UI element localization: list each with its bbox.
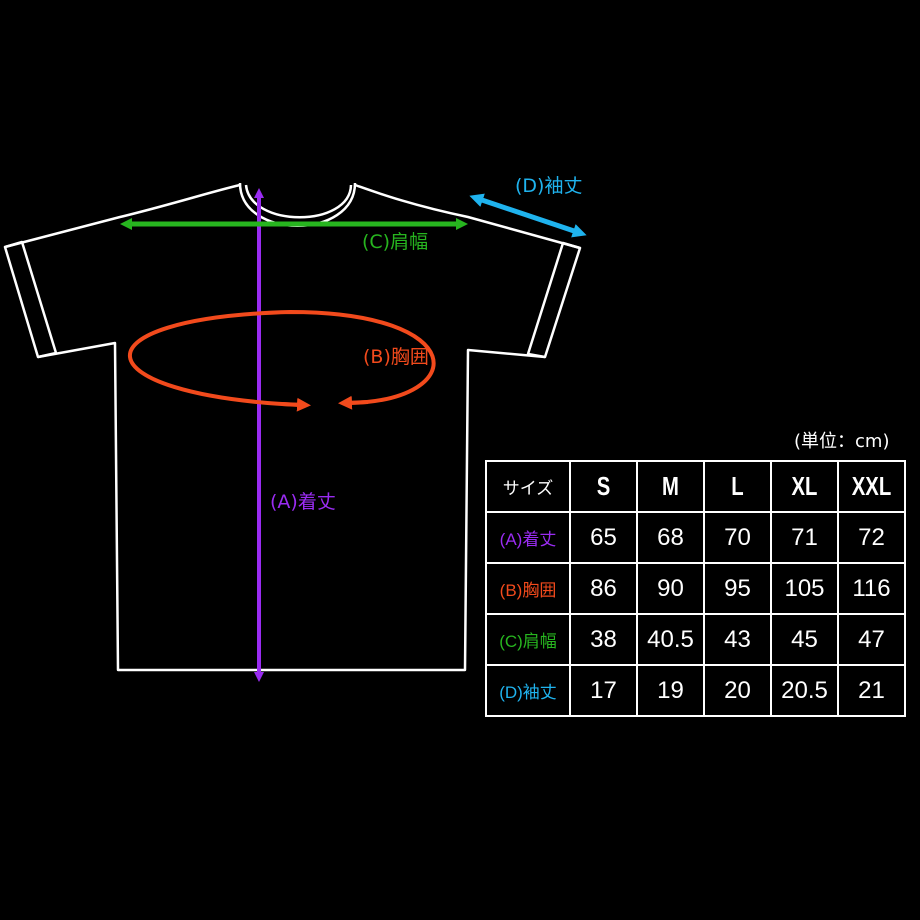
table-cell: 65 — [569, 511, 638, 564]
table-cell: 86 — [569, 562, 638, 615]
table-cell: 70 — [703, 511, 772, 564]
table-row: (C)肩幅 38 40.5 43 45 47 — [485, 613, 906, 666]
shoulder-label: (C)肩幅 — [362, 231, 429, 253]
unit-label: (単位：cm) — [794, 431, 890, 452]
row-label: (C)肩幅 — [485, 613, 571, 666]
table-cell: 40.5 — [636, 613, 705, 666]
table-cell: 21 — [837, 664, 906, 717]
table-cell: 17 — [569, 664, 638, 717]
table-corner-label: サイズ — [485, 460, 571, 513]
table-cell: 72 — [837, 511, 906, 564]
row-label: (D)袖丈 — [485, 664, 571, 717]
chest-label: (B)胸囲 — [363, 346, 429, 368]
chest-arrow-left — [281, 397, 311, 412]
table-cell: 45 — [770, 613, 839, 666]
table-row: (A)着丈 65 68 70 71 72 — [485, 511, 906, 564]
row-label: (A)着丈 — [485, 511, 571, 564]
table-cell: 116 — [837, 562, 906, 615]
sleeve-label: (D)袖丈 — [515, 175, 583, 197]
table-row: (D)袖丈 17 19 20 20.5 21 — [485, 664, 906, 717]
left-sleeve-cuff — [4, 240, 58, 359]
size-header: S — [576, 460, 631, 513]
size-header: XL — [777, 460, 832, 513]
size-header: M — [643, 460, 698, 513]
table-header-row: サイズ S M L XL XXL — [485, 460, 905, 513]
chest-loop — [127, 309, 436, 407]
row-label: (B)胸囲 — [485, 562, 571, 615]
chest-arrow-right — [338, 395, 369, 410]
table-cell: 47 — [837, 613, 906, 666]
table-cell: 90 — [636, 562, 705, 615]
table-cell: 95 — [703, 562, 772, 615]
right-sleeve-cuff — [526, 241, 581, 359]
collar-inner — [244, 184, 353, 219]
table-row: (B)胸囲 86 90 95 105 116 — [485, 562, 906, 615]
size-table: サイズ S M L XL XXL (A)着丈 65 68 70 71 72 (B… — [485, 460, 906, 717]
table-cell: 20.5 — [770, 664, 839, 717]
table-cell: 38 — [569, 613, 638, 666]
tshirt-outline — [3, 182, 582, 672]
size-header: XXL — [844, 460, 899, 513]
table-cell: 43 — [703, 613, 772, 666]
table-cell: 71 — [770, 511, 839, 564]
table-cell: 20 — [703, 664, 772, 717]
table-cell: 19 — [636, 664, 705, 717]
shirt-body-outline — [3, 183, 582, 672]
table-cell: 68 — [636, 511, 705, 564]
length-label: (A)着丈 — [270, 491, 336, 513]
sleeve-arrow — [469, 193, 587, 238]
size-header: L — [710, 460, 765, 513]
table-cell: 105 — [770, 562, 839, 615]
